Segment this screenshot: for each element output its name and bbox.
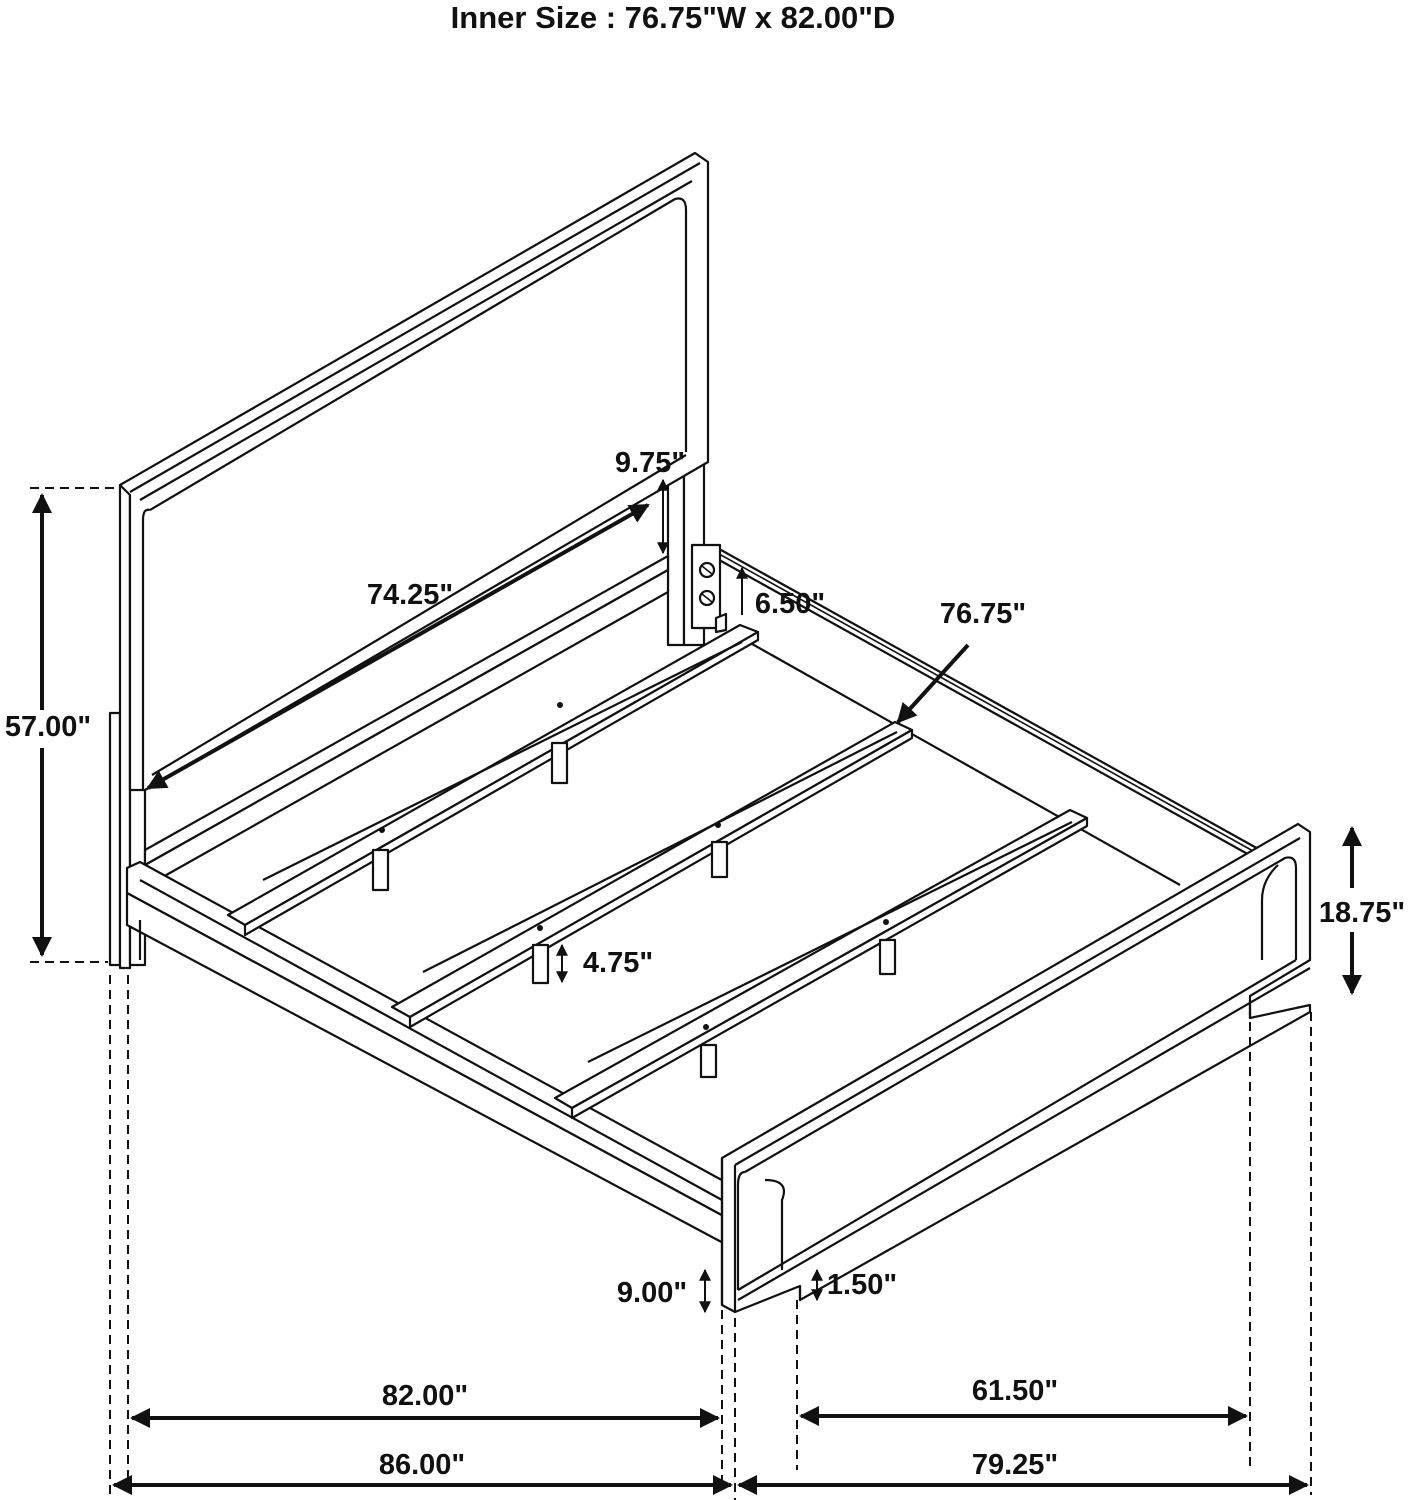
rail-bracket <box>690 543 728 634</box>
label-slat-length: 76.75" <box>940 598 1026 630</box>
label-overall-width: 79.25" <box>972 1449 1058 1481</box>
left-side-rail <box>125 860 742 1247</box>
inner-size-title: Inner Size : 76.75"W x 82.00"D <box>451 0 896 35</box>
label-headboard-height: 57.00" <box>5 711 91 743</box>
support-legs <box>371 741 897 1079</box>
dimension-labels: 57.00" 74.25" 9.75" 6.50" 76.75" 4.75" 1… <box>5 447 1405 1481</box>
label-footboard-inner-width: 61.50" <box>972 1375 1058 1407</box>
label-rail-bracket-height: 6.50" <box>755 588 825 620</box>
bed-line-drawing <box>108 151 1312 1314</box>
label-inner-length: 82.00" <box>382 1380 468 1412</box>
label-headboard-panel-width: 74.25" <box>367 579 453 611</box>
label-headboard-leg-clearance: 9.75" <box>615 447 685 479</box>
label-footboard-height: 18.75" <box>1319 897 1405 929</box>
label-support-leg-height: 4.75" <box>583 947 653 979</box>
label-footboard-base-height: 1.50" <box>827 1269 897 1301</box>
footboard <box>720 822 1312 1314</box>
extension-lines <box>30 487 1312 1500</box>
label-overall-length: 86.00" <box>379 1449 465 1481</box>
label-rail-clearance: 9.00" <box>617 1277 687 1309</box>
dimension-arrows <box>32 478 1362 1495</box>
